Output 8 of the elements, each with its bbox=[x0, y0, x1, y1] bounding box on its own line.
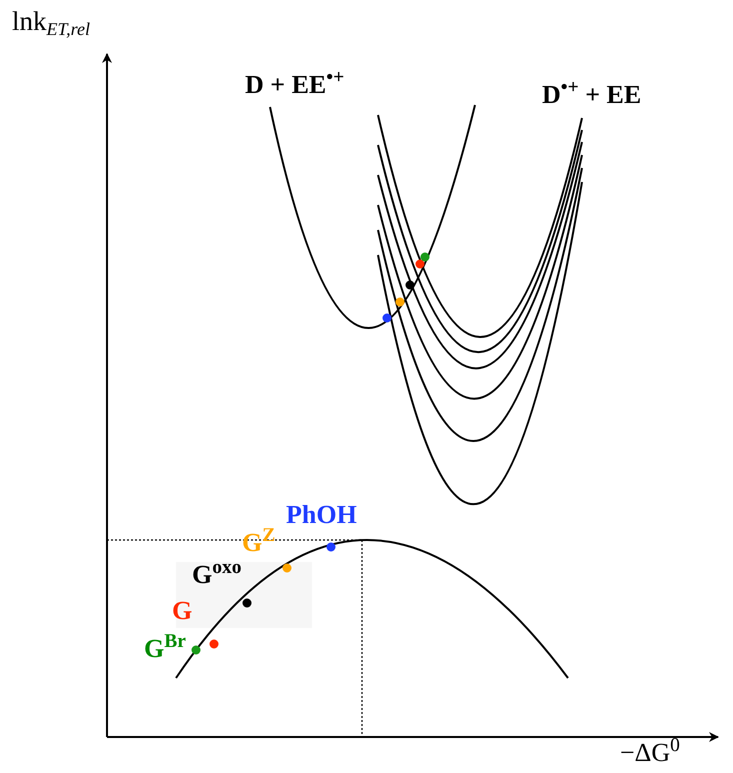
point-label: G bbox=[172, 598, 192, 624]
point-label: G$^{oxo}$ bbox=[192, 562, 242, 588]
point-label: G$^{Br}$ bbox=[144, 636, 186, 662]
point-label: G$^{Z}$ bbox=[242, 530, 276, 556]
axis-label: −ΔG$^{0}$ bbox=[620, 740, 680, 766]
point-label: PhOH bbox=[286, 502, 357, 528]
curve-label: D + EE$^{•+}$ bbox=[245, 72, 344, 98]
curve-label: D$^{•+}$ + EE bbox=[542, 82, 642, 108]
